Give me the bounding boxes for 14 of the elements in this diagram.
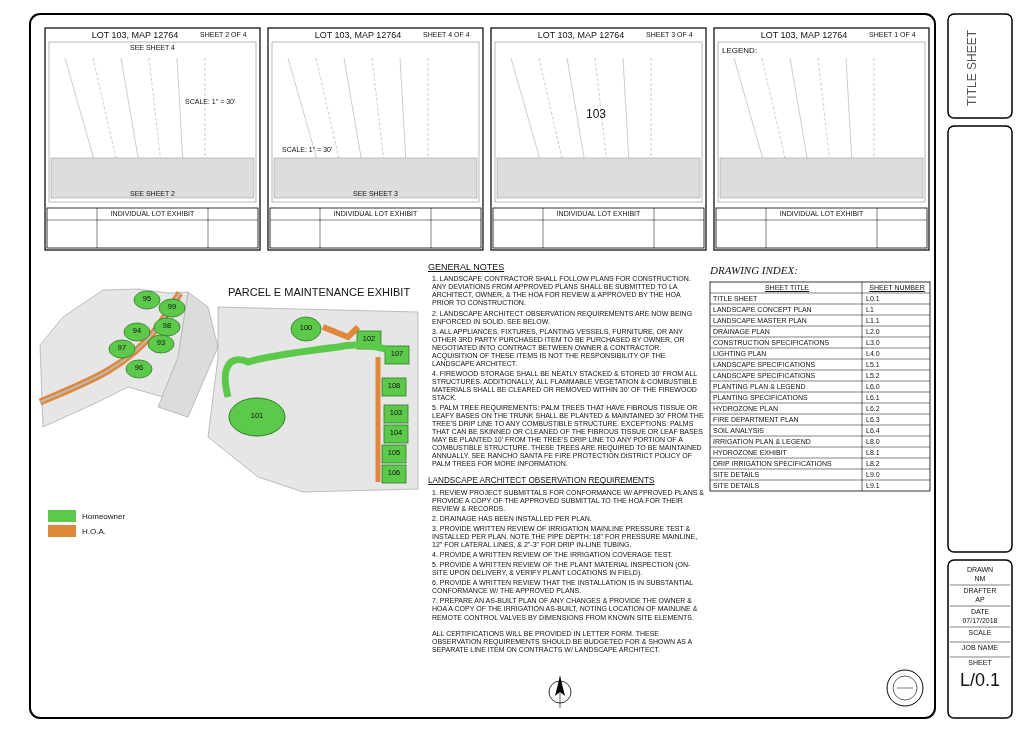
sheet-title: TITLE SHEET: [966, 30, 980, 106]
sheet-heading: LOT 103, MAP 12764: [759, 30, 849, 41]
legend-label: Homeowner: [82, 512, 127, 522]
sheet-heading: LOT 103, MAP 12764: [90, 30, 180, 41]
exhibit-heading: PARCEL E MAINTENANCE EXHIBIT: [228, 286, 412, 299]
sheet-heading: LOT 103, MAP 12764: [313, 30, 403, 41]
notes-heading: GENERAL NOTES: [428, 262, 506, 273]
sheet-number: L/0.1: [958, 670, 1001, 691]
legend-label: H.O.A.: [82, 527, 107, 537]
table-title: DRAWING INDEX:: [710, 264, 799, 277]
lot-number: 103: [585, 108, 607, 122]
sheet-heading: LOT 103, MAP 12764: [536, 30, 626, 41]
legend-heading: LEGEND:: [722, 46, 759, 56]
notes-heading: LANDSCAPE ARCHITECT OBSERVATION REQUIREMENTS: [428, 476, 656, 486]
